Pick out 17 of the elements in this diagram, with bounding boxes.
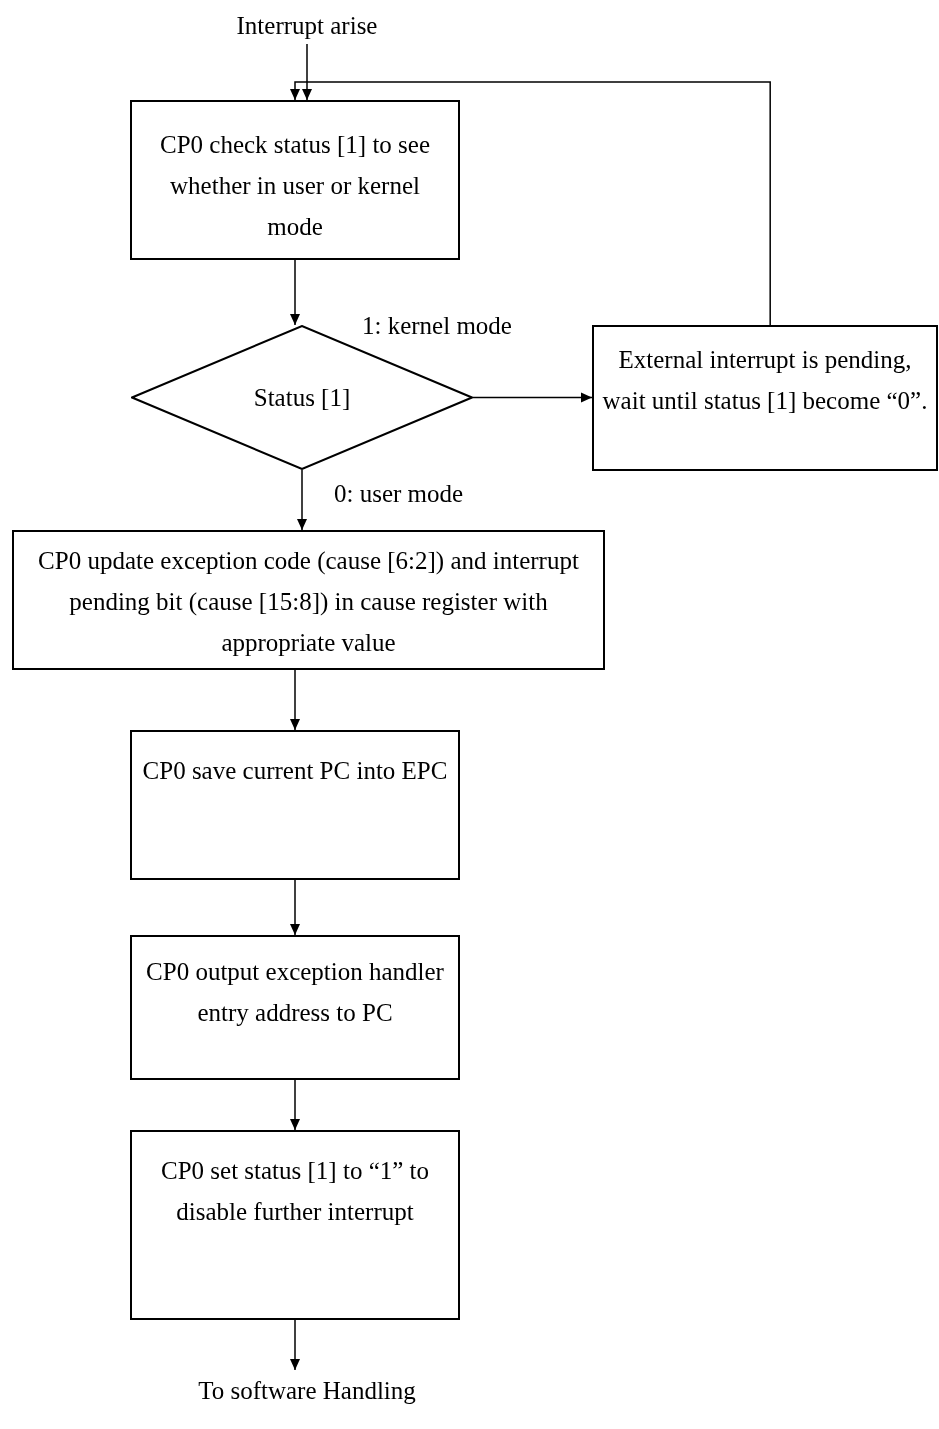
arrow [297,469,307,531]
process-box: CP0 update exception code (cause [6:2]) and interrupt pending bit (cause [15:8]) in cause register with appropriate value [12,530,605,670]
process-box: External interrupt is pending, wait until status [1] become “0”. [592,325,938,471]
terminal-text: To software Handling [130,1370,484,1410]
process-box: CP0 set status [1] to “1” to disable further interrupt [130,1130,460,1320]
arrow [302,43,312,101]
arrow [290,81,771,326]
arrow [290,669,300,731]
arrow [290,1319,300,1371]
arrow [290,1079,300,1131]
process-box: CP0 check status [1] to see whether in user or kernel mode [130,100,460,260]
process-box: CP0 save current PC into EPC [130,730,460,880]
arrow [290,259,300,326]
arrow [290,879,300,936]
process-box: CP0 output exception handler entry address to PC [130,935,460,1080]
terminal-text: Interrupt arise [187,6,427,44]
arrow [472,392,593,403]
